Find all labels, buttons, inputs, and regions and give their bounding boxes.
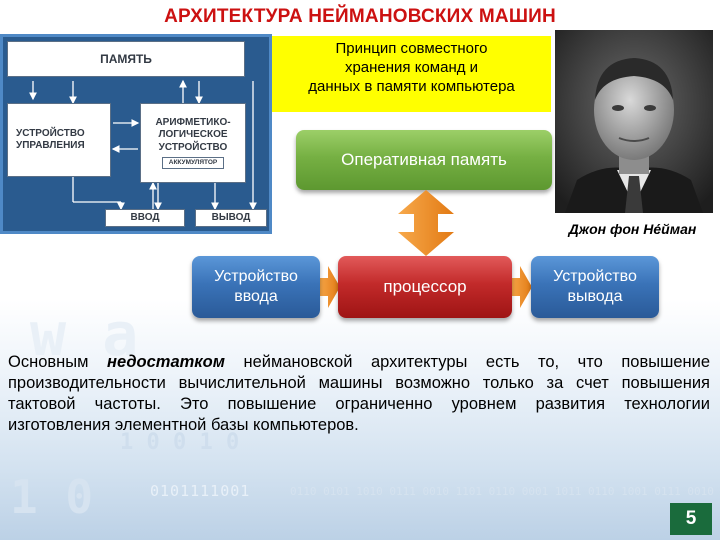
ram-label: Оперативная память	[341, 150, 507, 169]
output-device-label: вывода	[567, 288, 623, 305]
principle-line: Принцип совместного	[335, 40, 488, 57]
input-device-block: Устройство ввода	[192, 256, 320, 318]
paragraph-text: Основным	[8, 353, 107, 371]
background-decoration: 0110 0101 1010 0111 0010 1101 0110 0001 …	[290, 485, 714, 498]
diagram-memory-label: ПАМЯТЬ	[100, 51, 152, 66]
background-decoration: 1 0 0 1 0	[120, 430, 240, 455]
diagram-arrows	[29, 79, 257, 211]
cpu-output-arrow	[510, 266, 532, 308]
input-device-label: ввода	[234, 288, 278, 305]
output-device-label: Устройство	[553, 268, 637, 285]
background-gradient	[0, 300, 720, 540]
diagram-output-box: ВЫВОД	[195, 209, 267, 227]
diagram-memory-box: ПАМЯТЬ	[7, 41, 245, 77]
diagram-input-box: ВВОД	[105, 209, 185, 227]
portrait-caption: Джон фон Не́йман	[568, 221, 697, 237]
ram-cpu-arrow	[398, 190, 454, 256]
page-number: 5	[685, 508, 697, 529]
principle-note: Принцип совместного хранения команд и да…	[272, 36, 551, 112]
paragraph-text: неймановской архитектуры есть то, что по…	[8, 353, 710, 434]
diagram-accumulator-label: АККУМУЛЯТОР	[161, 157, 225, 170]
architecture-diagram: ПАМЯТЬ УСТРОЙСТВО УПРАВЛЕНИЯ АРИФМЕТИКО-…	[0, 34, 272, 234]
output-device-block: Устройство вывода	[531, 256, 659, 318]
principle-line: данных в памяти компьютера	[308, 78, 515, 95]
page-title: АРХИТЕКТУРА НЕЙМАНОВСКИХ МАШИН	[164, 6, 556, 27]
diagram-control-unit-label: УСТРОЙСТВО УПРАВЛЕНИЯ	[16, 127, 85, 152]
background-decoration: w a	[30, 300, 139, 370]
ram-block: Оперативная память	[296, 130, 552, 190]
cpu-label: процессор	[383, 277, 467, 296]
page-number-badge: 5	[670, 503, 712, 535]
input-cpu-arrow	[318, 266, 340, 308]
diagram-alu-label: АРИФМЕТИКО- ЛОГИЧЕСКОЕ УСТРОЙСТВО	[155, 116, 231, 153]
diagram-output-label: ВЫВОД	[211, 211, 251, 223]
diagram-control-unit-box: УСТРОЙСТВО УПРАВЛЕНИЯ	[7, 103, 111, 177]
background-decoration: 1 0	[10, 470, 94, 524]
diagram-alu-box: АРИФМЕТИКО- ЛОГИЧЕСКОЕ УСТРОЙСТВО АККУМУ…	[140, 103, 246, 183]
principle-line: хранения команд и	[344, 59, 479, 76]
portrait-photo	[555, 30, 713, 213]
paragraph-emphasis: недостатком	[106, 353, 225, 371]
input-device-label: Устройство	[214, 268, 298, 285]
diagram-input-label: ВВОД	[130, 211, 160, 223]
background-decoration: 0101111001	[150, 482, 251, 500]
cpu-block: процессор	[338, 256, 512, 318]
description-paragraph: Основным недостатком неймановской архите…	[8, 352, 710, 436]
